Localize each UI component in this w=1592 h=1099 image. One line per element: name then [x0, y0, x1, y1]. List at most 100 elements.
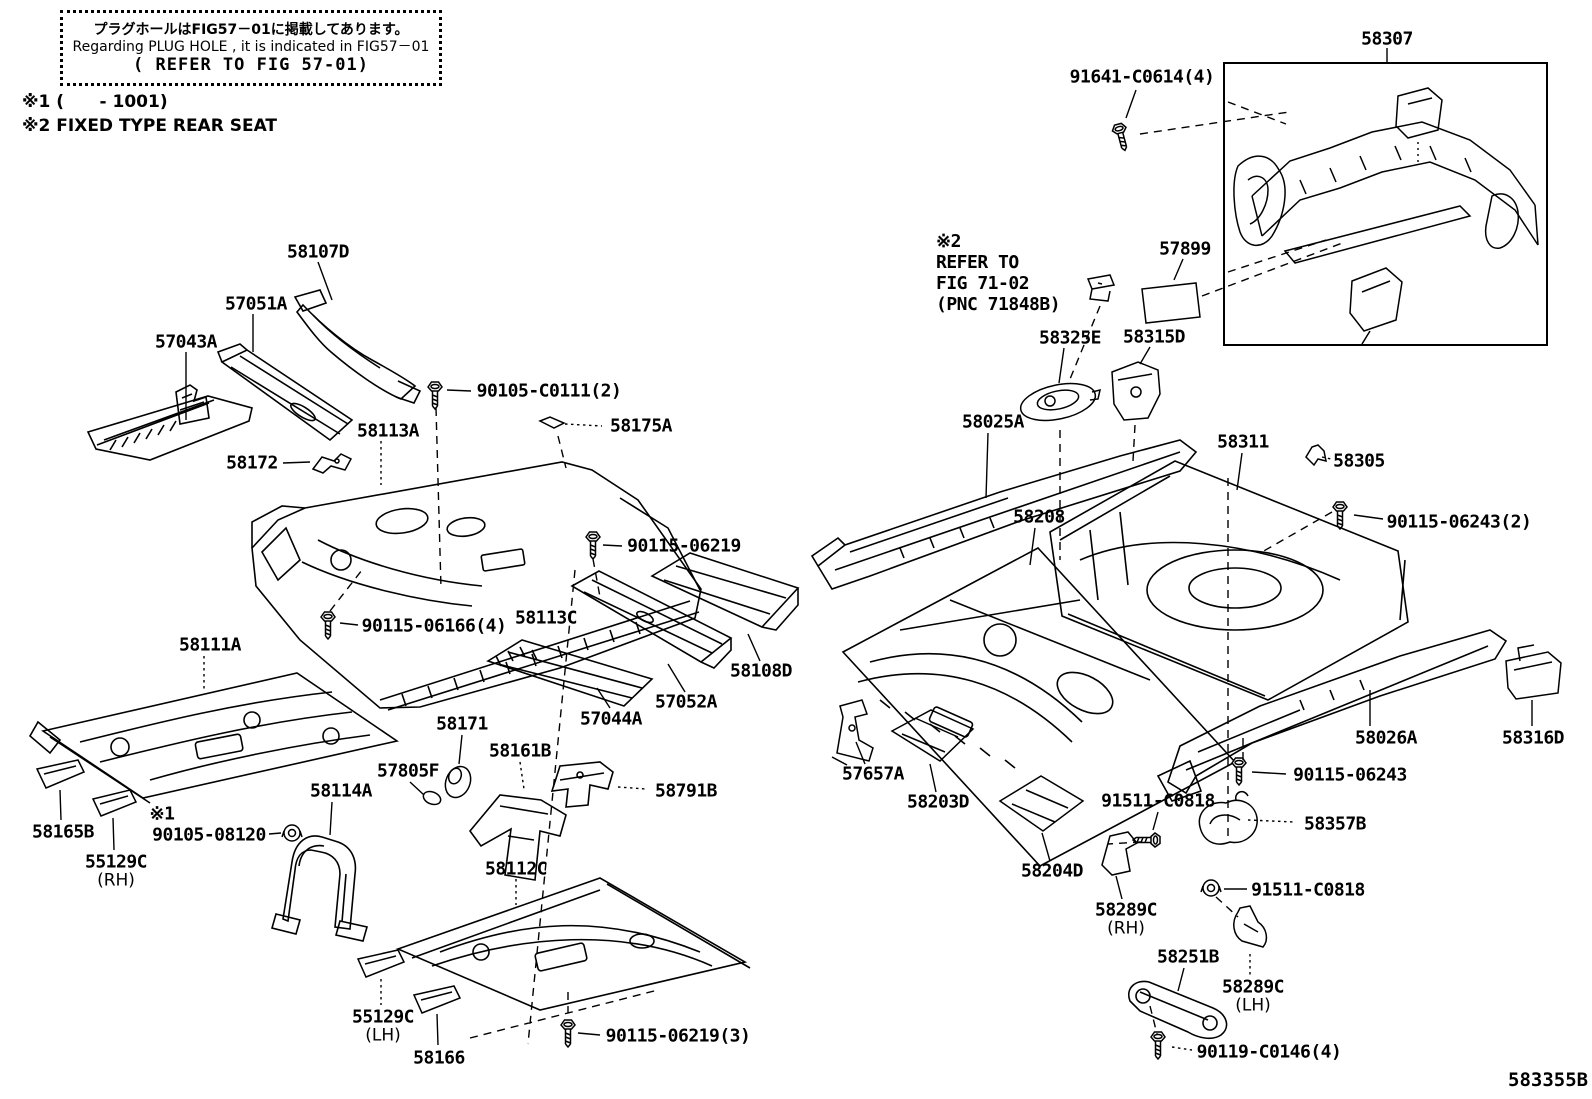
part-label-9011506243: 90115-06243 [1293, 766, 1407, 785]
bracket-58172-drawing [311, 453, 353, 474]
part-number: 58289C [1094, 899, 1158, 921]
part-label-58112C: 58112C [485, 860, 548, 879]
floor-crossmember-58113C-drawing [570, 570, 733, 669]
plug-hole-note-box: プラグホールはFIG57－01に掲載してあります。 Regarding PLUG… [60, 10, 442, 86]
part-number: 57657A [841, 763, 905, 785]
part-label-58175A: 58175A [610, 417, 673, 436]
part-label-58111A: 58111A [179, 636, 242, 655]
part-label-58114A: 58114A [310, 782, 373, 801]
lower-back-panel-box-58307 [1223, 62, 1548, 346]
part-label-1: ※1 [150, 805, 175, 824]
part-number-side: (RH) [1107, 918, 1145, 939]
part-label-57051A: 57051A [225, 295, 288, 314]
part-label-58251B: 58251B [1156, 946, 1220, 968]
part-number: 58315D [1122, 326, 1186, 348]
bracket-58315D-drawing [1111, 361, 1161, 421]
part-label-57805F: 57805F [377, 762, 440, 781]
center-floor-pan-58208-drawing [841, 547, 1237, 867]
footnote-1: ※1 ( - 1001) [22, 92, 168, 112]
ref-note-line-3: FIG 71-02 [936, 273, 1030, 294]
part-number: 58166 [413, 1047, 465, 1069]
rear-floor-pan-58311-drawing [1049, 460, 1409, 701]
part-number: 58251B [1156, 946, 1220, 968]
ref-note-line-1: ※2 [936, 231, 961, 252]
part-number: 90119-C0146(4) [1196, 1041, 1342, 1063]
part-label-58026A: 58026A [1354, 727, 1418, 749]
wedge-58166-drawing [412, 985, 462, 1014]
part-number: 58204D [1020, 860, 1084, 882]
part-number: 58172 [226, 452, 278, 474]
part-number: 57899 [1159, 238, 1211, 260]
ref-note-line-4: (PNC 71848B) [936, 294, 1061, 315]
front-floor-pan-58111A-drawing [28, 672, 399, 804]
part-label-57899: 57899 [1159, 240, 1211, 259]
part-label-58107D: 58107D [286, 241, 350, 263]
part-label-91641C06144: 91641-C0614(4) [1070, 68, 1215, 87]
part-label-55129CRH: 55129C(RH) [84, 851, 148, 891]
part-number: 58107D [286, 241, 350, 263]
part-number: 90105-08120 [152, 824, 266, 846]
part-label-58311: 58311 [1217, 433, 1269, 452]
part-number: 58311 [1217, 431, 1269, 453]
part-label-58791B: 58791B [654, 780, 718, 802]
part-label-58204D: 58204D [1020, 860, 1084, 882]
part-number-side: (LH) [1235, 995, 1271, 1016]
part-label-91511C0818: 91511-C0818 [1101, 792, 1215, 811]
part-number: 58316D [1501, 727, 1565, 749]
part-number: 58305 [1333, 450, 1385, 472]
part-label-90105C01112: 90105-C0111(2) [477, 382, 622, 401]
part-label-58307: 58307 [1361, 30, 1413, 49]
rear-floor-side-member-58025A-drawing [810, 439, 1198, 590]
part-number: 90115-06243(2) [1386, 511, 1532, 533]
note-line-english: Regarding PLUG HOLE , it is indicated in… [72, 39, 430, 55]
bracket-57657A-drawing [831, 699, 874, 766]
front-side-member-57051A-drawing [216, 343, 354, 442]
part-number: 57044A [579, 708, 643, 730]
grommet-plate-58325E-drawing [1019, 382, 1101, 422]
wedge-58165B-drawing [35, 759, 86, 789]
part-label-90115062432: 90115-06243(2) [1387, 513, 1532, 532]
part-number: 58791B [654, 780, 718, 802]
floor-brace-58114A-drawing [271, 835, 369, 942]
part-label-58165B: 58165B [31, 821, 95, 843]
part-label-55129CLH: 55129C(LH) [352, 1008, 415, 1045]
grommet-57805F-drawing [422, 765, 472, 806]
part-label-58166: 58166 [413, 1049, 465, 1068]
footnote-2: ※2 FIXED TYPE REAR SEAT [22, 116, 278, 136]
floor-crossmember-57044A-57052A-drawing [486, 639, 654, 707]
part-label-9011506219: 90115-06219 [627, 537, 741, 556]
part-label-91511C0818: 91511-C0818 [1251, 881, 1365, 900]
refer-to-fig-71-02-note: ※2 REFER TO FIG 71-02 (PNC 71848B) [936, 231, 1061, 315]
part-number: 58113C [514, 607, 578, 629]
rear-floor-side-member-58026A-drawing [1156, 629, 1508, 802]
leader-lines [59, 48, 1533, 1051]
part-number: 58026A [1354, 727, 1418, 749]
part-label-58203D: 58203D [907, 793, 970, 812]
part-label-58208: 58208 [1013, 508, 1065, 527]
part-number: 58289C [1221, 976, 1285, 998]
part-number: 57052A [654, 691, 718, 713]
front-side-member-57043A-drawing [86, 384, 253, 461]
part-number: 91641-C0614(4) [1069, 66, 1215, 88]
part-number: 58161B [488, 740, 552, 762]
part-label-58113A: 58113A [357, 422, 420, 441]
part-number-side: (RH) [97, 870, 135, 891]
part-label-57657A: 57657A [841, 763, 905, 785]
part-label-58289CLH: 58289C(LH) [1221, 976, 1285, 1016]
part-number: 91511-C0818 [1101, 790, 1215, 812]
diagram-id: 583355B [1508, 1069, 1589, 1091]
toe-board-brace-58107D-drawing [293, 289, 422, 404]
note-line-refer: ( REFER TO FIG 57-01) [133, 55, 369, 75]
wedge-55129C-lh-drawing [356, 949, 406, 978]
bracket-58203D-drawing [890, 709, 975, 762]
part-number: 58165B [31, 821, 95, 843]
part-number: 55129C [84, 851, 148, 873]
plate-57899-drawing [1141, 282, 1201, 324]
part-number: 58025A [961, 411, 1025, 433]
part-label-58113C: 58113C [514, 607, 578, 629]
part-number: 90105-C0111(2) [476, 380, 622, 402]
part-label-58315D: 58315D [1122, 326, 1186, 348]
part-label-58289CRH: 58289C(RH) [1094, 899, 1158, 939]
